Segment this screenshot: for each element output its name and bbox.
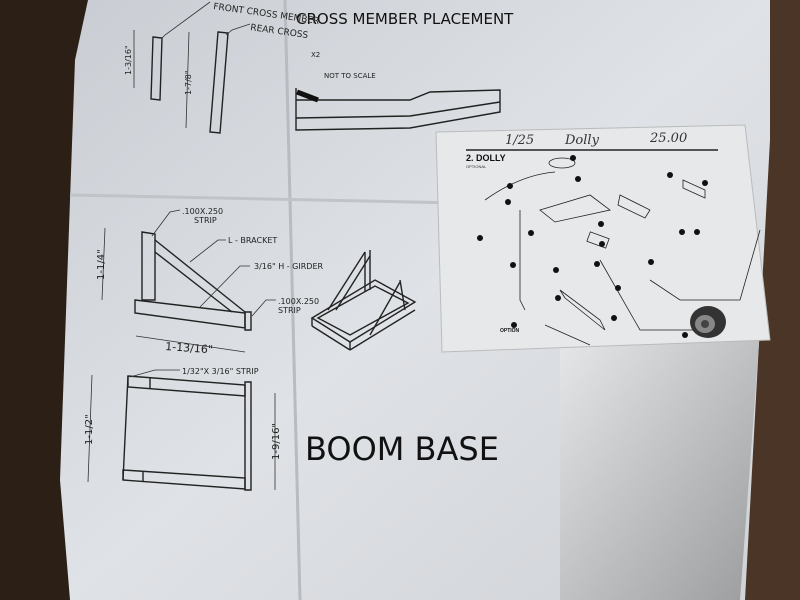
part-number-bullets [477,155,708,338]
handwritten-name: Dolly [564,133,600,148]
dim-1-13-16: 1-13/16" [165,340,214,356]
strip-top-word: STRIP [194,216,217,225]
strip-right-word: STRIP [278,306,301,315]
l-bracket-drawing [134,231,252,331]
strip-top-label: .100X.250 [182,207,223,216]
dolly-instruction-sheet: 1/25 Dolly 25.00 2. DOLLY OPTIONAL [435,124,771,353]
option-label: OPTION [500,328,520,334]
dim-1-9-16: 1-9/16" [271,423,282,460]
placement-title: CROSS MEMBER PLACEMENT [296,10,514,28]
boom-base-front-drawing [122,375,252,491]
dolly-wheel [690,306,726,338]
lower-right-sheet [560,330,760,600]
h-girder-label: 3/16" H - GIRDER [254,262,324,271]
handwritten-price: 25.00 [649,131,687,146]
paper-fold [283,0,302,600]
boom-base-iso-drawing [310,250,417,351]
dolly-subheading: OPTIONAL [466,164,487,169]
dim-1-1-4: 1-1/4" [96,249,107,280]
strip-1-32-label: 1/32"X 3/16" STRIP [182,367,259,376]
x2-label: X2 [311,51,320,59]
strip-right-label: .100X.250 [278,297,319,306]
rear-cross-member-part [209,31,229,134]
dolly-heading: 2. DOLLY [466,153,506,163]
not-to-scale-label: NOT TO SCALE [324,72,376,80]
dim-1-1-2: 1-1/2" [84,414,95,445]
boom-base-title: BOOM BASE [305,430,499,468]
handwritten-scale: 1/25 [505,133,534,148]
dolly-exploded-diagram [484,157,761,346]
front-cross-member-part [150,36,163,101]
dim-1-3-16: 1-3/16" [124,45,133,75]
chassis-outline [295,88,501,131]
l-bracket-label: L - BRACKET [228,236,277,245]
dim-1-7-8: 1-7/8" [184,70,193,95]
